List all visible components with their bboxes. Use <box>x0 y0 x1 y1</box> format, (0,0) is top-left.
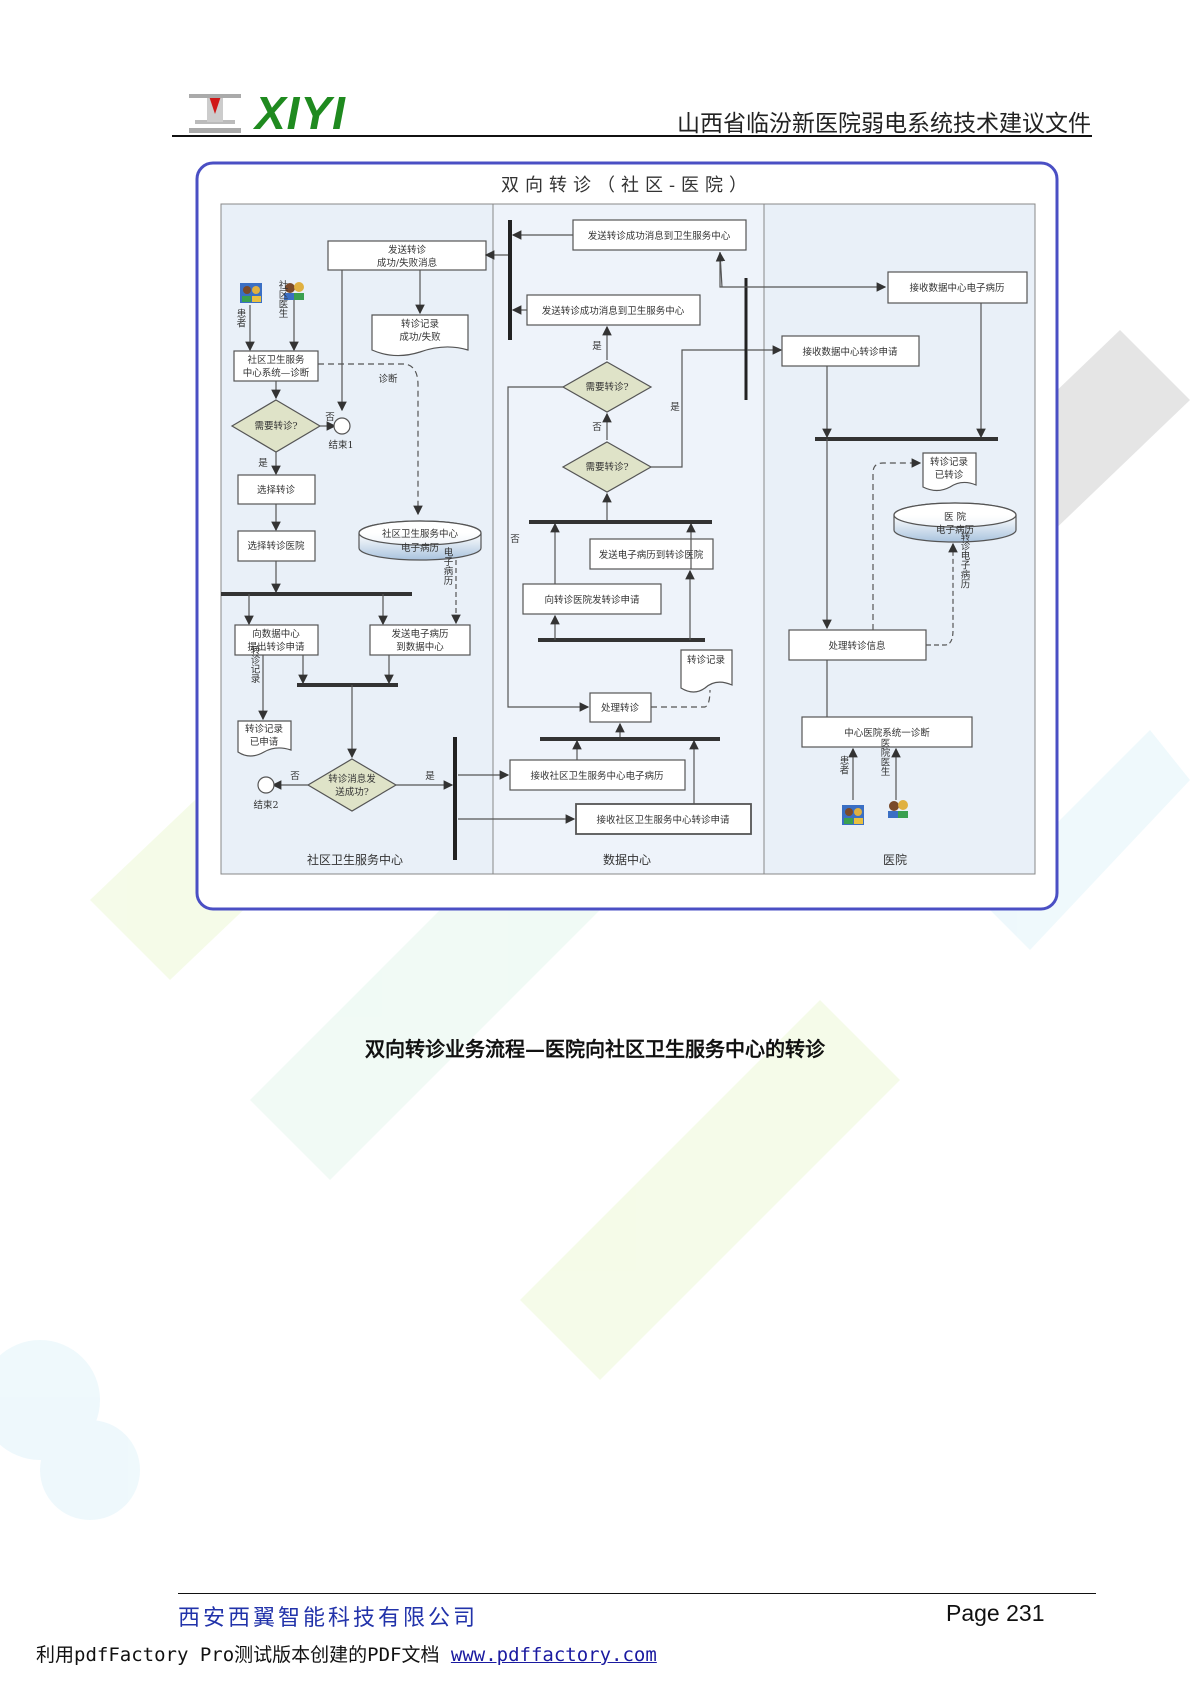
end2-label: 结束2 <box>253 799 278 811</box>
hospital-diagnose-box: 中心医院系统一诊断 <box>844 727 930 739</box>
dc-yes-label-2: 是 <box>670 402 680 413</box>
send-success-box-2: 发送转诊成功消息到卫生服务中心 <box>542 305 685 317</box>
lane-label-hospital: 医院 <box>883 853 907 867</box>
xiyi-logo-mark <box>185 92 385 136</box>
record-result-line2: 成功/失败 <box>399 331 441 343</box>
hospital-patient-icon <box>842 805 864 825</box>
referral-flow-diagram: 双向转诊（社区-医院） 社区卫生服务中心 数据中心 医院 <box>195 161 1059 911</box>
diagnose-line2: 中心系统—诊断 <box>243 367 310 379</box>
record-result-doc: 转诊记录 <box>401 318 440 330</box>
yes-label: 是 <box>258 458 268 469</box>
footer-divider <box>178 1593 1096 1594</box>
hospital-recv-emr-box: 接收数据中心电子病历 <box>909 282 1004 294</box>
emr-edge-label: 电子病历 <box>442 546 454 586</box>
no-label: 否 <box>325 412 335 423</box>
hospital-doctor-label: 医院医生 <box>879 738 891 776</box>
record-referred-doc: 转诊记录 <box>930 456 969 468</box>
hospital-patient-label: 患者 <box>838 755 850 776</box>
record-applied-doc: 转诊记录 <box>245 723 284 735</box>
footer-company: 西安西翼智能科技有限公司 <box>178 1606 479 1631</box>
community-emr-db-line2: 电子病历 <box>401 542 439 554</box>
dc-record-doc: 转诊记录 <box>687 654 726 666</box>
document-title: 山西省临汾新医院弱电系统技术建议文件 <box>677 111 1091 137</box>
page-number: Page 231 <box>946 1600 1045 1626</box>
patient-label: 患者 <box>235 308 247 329</box>
hospital-emr-db: 医 院 <box>944 511 967 523</box>
apply-to-hospital-box: 向转诊医院发转诊申请 <box>544 594 640 606</box>
need-referral-decision-a: 需要转诊? <box>585 381 628 393</box>
select-referral-box: 选择转诊 <box>257 484 296 496</box>
dc-no-label-2: 否 <box>510 534 520 545</box>
recv-apply-box: 接收社区卫生服务中心转诊申请 <box>596 814 730 826</box>
hospital-emr-edge-label: 转诊电子病历 <box>959 531 971 590</box>
pdf-creator-note: 利用pdfFactory Pro测试版本创建的PDF文档 www.pdffact… <box>36 1640 657 1667</box>
hospital-emr-db-line2: 电子病历 <box>936 524 974 536</box>
lane-label-datacenter: 数据中心 <box>603 852 651 867</box>
dc-yes-label: 是 <box>592 341 602 352</box>
diagnose-edge-label: 诊断 <box>378 373 398 385</box>
diagram-title: 双向转诊（社区-医院） <box>501 175 753 196</box>
send-emr-to-dc-line2: 到数据中心 <box>396 641 444 653</box>
lane-label-community: 社区卫生服务中心 <box>307 852 403 867</box>
patient-icon <box>240 283 262 303</box>
select-hospital-box: 选择转诊医院 <box>247 540 305 552</box>
send-result-msg-line2: 成功/失败消息 <box>377 257 437 269</box>
end1-label: 结束1 <box>328 439 353 451</box>
process-referral-box: 处理转诊 <box>601 702 640 714</box>
yes-label-2: 是 <box>425 771 435 782</box>
record-edge-label: 转诊记录 <box>249 644 261 683</box>
need-referral-decision-b: 需要转诊? <box>585 461 628 473</box>
community-emr-db: 社区卫生服务中心 <box>382 528 459 540</box>
send-result-msg-box: 发送转诊 <box>388 244 427 256</box>
msg-sent-ok-decision: 转诊消息发 <box>328 773 376 785</box>
msg-sent-ok-line2: 送成功? <box>335 786 369 798</box>
recv-emr-box: 接收社区卫生服务中心电子病历 <box>530 770 663 782</box>
diagnose-box: 社区卫生服务 <box>247 354 305 366</box>
apply-to-dc-line2: 提出转诊申请 <box>247 641 305 653</box>
figure-caption: 双向转诊业务流程—医院向社区卫生服务中心的转诊 <box>365 1037 825 1061</box>
need-referral-decision: 需要转诊? <box>254 420 297 432</box>
logo-text: XIYI <box>255 87 346 139</box>
send-success-box-1: 发送转诊成功消息到卫生服务中心 <box>588 230 731 242</box>
apply-to-dc-box: 向数据中心 <box>252 628 300 640</box>
hospital-recv-apply-box: 接收数据中心转诊申请 <box>802 346 898 358</box>
hospital-doctor-icon <box>888 800 908 818</box>
send-emr-to-dc-box: 发送电子病历 <box>391 628 448 640</box>
doctor-icon <box>284 282 304 300</box>
record-referred-line2: 已转诊 <box>935 469 964 481</box>
send-emr-to-hospital-box: 发送电子病历到转诊医院 <box>599 549 704 561</box>
pdf-note-text: 利用pdfFactory Pro测试版本创建的PDF文档 <box>36 1644 451 1666</box>
header-divider <box>172 135 1092 137</box>
record-applied-line2: 已申请 <box>250 736 279 748</box>
process-info-box: 处理转诊信息 <box>828 640 885 652</box>
no-label-2: 否 <box>290 771 300 782</box>
doctor-label: 社区医生 <box>277 279 289 318</box>
pdffactory-link[interactable]: www.pdffactory.com <box>450 1644 657 1666</box>
dc-no-label: 否 <box>592 422 602 433</box>
